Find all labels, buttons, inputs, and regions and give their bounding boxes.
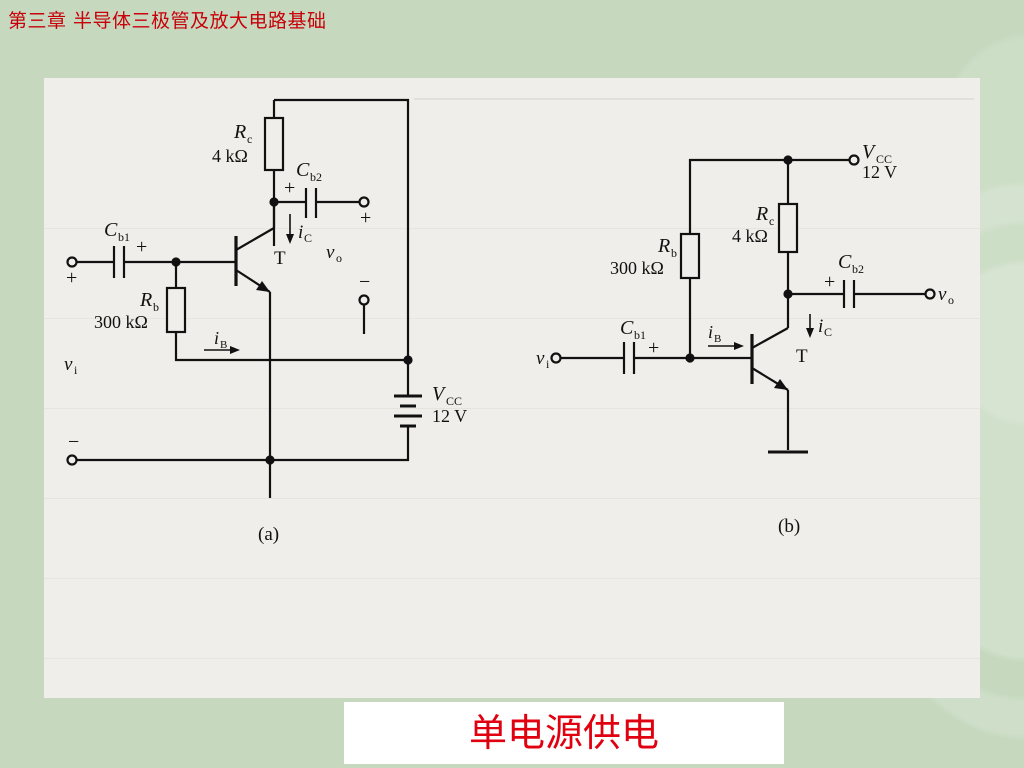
- transistor-collector-a: [235, 227, 275, 251]
- ic-arrow-head-b: [806, 328, 814, 338]
- ic-arrow-head-a: [286, 234, 294, 244]
- vi-minus-a: −: [68, 431, 79, 453]
- vo-label-b: v: [938, 284, 947, 305]
- resistor-rb-a: [165, 286, 187, 334]
- transistor-collector-b: [751, 327, 789, 349]
- vcc-sub-b: CC: [876, 152, 892, 166]
- vcc-label-a: V: [432, 383, 447, 405]
- ib-arrow-head-a: [230, 346, 240, 354]
- rc-sub-a: c: [247, 132, 252, 146]
- cb1-sub-b: b1: [634, 328, 646, 342]
- vi-label-a: v: [64, 354, 73, 375]
- vo-sub-b: o: [948, 293, 954, 307]
- panel-label-b: (b): [778, 516, 800, 537]
- terminal-vo-plus-a: [358, 196, 370, 208]
- resistor-rc-b: [777, 202, 799, 254]
- vo-plus-a: +: [360, 207, 371, 229]
- terminal-vcc-b: [848, 154, 860, 166]
- cb2-sub-a: b2: [310, 170, 322, 184]
- resistor-rc-a: [263, 116, 285, 172]
- rc-value-b: 4 kΩ: [732, 226, 768, 246]
- circuit-diagrams: R c 4 kΩ C b2 + i C T + v o − C b1 + + R…: [44, 98, 980, 659]
- rb-sub-b: b: [671, 246, 677, 260]
- cb2-plus-b: +: [824, 271, 835, 293]
- circuit-a: [66, 98, 422, 498]
- ib-label-a: i: [214, 328, 219, 348]
- node-base-b: [685, 353, 695, 363]
- rc-sub-b: c: [769, 214, 774, 228]
- ib-label-b: i: [708, 322, 713, 342]
- vcc-value-a: 12 V: [432, 406, 467, 426]
- terminal-vo-b: [924, 288, 936, 300]
- emitter-arrow-b: [774, 379, 788, 390]
- rb-sub-a: b: [153, 300, 159, 314]
- resistor-rb-b: [679, 232, 701, 280]
- emitter-arrow-a: [256, 281, 270, 292]
- vo-label-a: v: [326, 242, 335, 263]
- ic-sub-a: C: [304, 231, 312, 245]
- cb2-sub-b: b2: [852, 262, 864, 276]
- node-ground-a: [265, 455, 275, 465]
- cb2-plus-a: +: [284, 177, 295, 199]
- vo-sub-a: o: [336, 251, 342, 265]
- circuit-a-labels: R c 4 kΩ C b2 + i C T + v o − C b1 + + R…: [64, 121, 467, 545]
- bleed-through-texture: [44, 98, 980, 659]
- transistor-label-a: T: [274, 248, 286, 269]
- vcc-sub-a: CC: [446, 394, 462, 408]
- terminal-vi-minus-a: [66, 454, 78, 466]
- rb-label-a: R: [139, 289, 152, 311]
- rb-value-a: 300 kΩ: [94, 312, 148, 332]
- rc-label-b: R: [755, 203, 768, 225]
- wire-rb-bottom-a: [174, 332, 408, 362]
- vi-sub-a: i: [74, 363, 78, 377]
- rb-value-b: 300 kΩ: [610, 258, 664, 278]
- ic-sub-b: C: [824, 325, 832, 339]
- node-base-a: [171, 257, 181, 267]
- wire-ground-rail-a: [74, 426, 410, 462]
- node-supply-a: [403, 355, 413, 365]
- caption-single-supply: 单电源供电: [344, 702, 784, 764]
- rc-label-a: R: [233, 121, 246, 143]
- panel-label-a: (a): [258, 524, 279, 545]
- vi-label-b: v: [536, 348, 545, 369]
- circuit-b: [550, 154, 936, 454]
- cb2-label-a: C: [296, 159, 310, 181]
- rc-value-a: 4 kΩ: [212, 146, 248, 166]
- wire-top-rail-a: [274, 98, 410, 360]
- vi-sub-b: i: [546, 357, 550, 371]
- vcc-label-b: V: [862, 141, 877, 163]
- rb-label-b: R: [657, 235, 670, 257]
- cb1-plus-a: +: [136, 236, 147, 258]
- circuit-b-labels: V CC 12 V R c 4 kΩ R b 300 kΩ C b2 + v o…: [536, 141, 954, 537]
- circuit-figure: R c 4 kΩ C b2 + i C T + v o − C b1 + + R…: [44, 78, 980, 764]
- terminal-vi-plus-a: [66, 256, 78, 268]
- node-collector-a: [269, 197, 279, 207]
- cb1-sub-a: b1: [118, 230, 130, 244]
- wire-top-rail-b: [688, 158, 850, 258]
- cb1-label-b: C: [620, 317, 634, 339]
- cb2-label-b: C: [838, 251, 852, 273]
- node-supply-b: [783, 155, 793, 165]
- node-collector-b: [783, 289, 793, 299]
- slide-title: 第三章 半导体三极管及放大电路基础: [8, 10, 327, 32]
- transistor-label-b: T: [796, 346, 808, 367]
- vo-minus-a: −: [359, 271, 370, 293]
- terminal-vi-b: [550, 352, 562, 364]
- vcc-value-b: 12 V: [862, 162, 897, 182]
- terminal-vo-minus-a: [358, 294, 370, 306]
- vi-plus-a: +: [66, 267, 77, 289]
- ib-sub-a: B: [220, 339, 227, 351]
- ib-arrow-head-b: [734, 342, 744, 350]
- ic-label-a: i: [298, 222, 303, 243]
- ic-label-b: i: [818, 316, 823, 337]
- ib-sub-b: B: [714, 333, 721, 345]
- cb1-plus-b: +: [648, 337, 659, 359]
- cb1-label-a: C: [104, 219, 118, 241]
